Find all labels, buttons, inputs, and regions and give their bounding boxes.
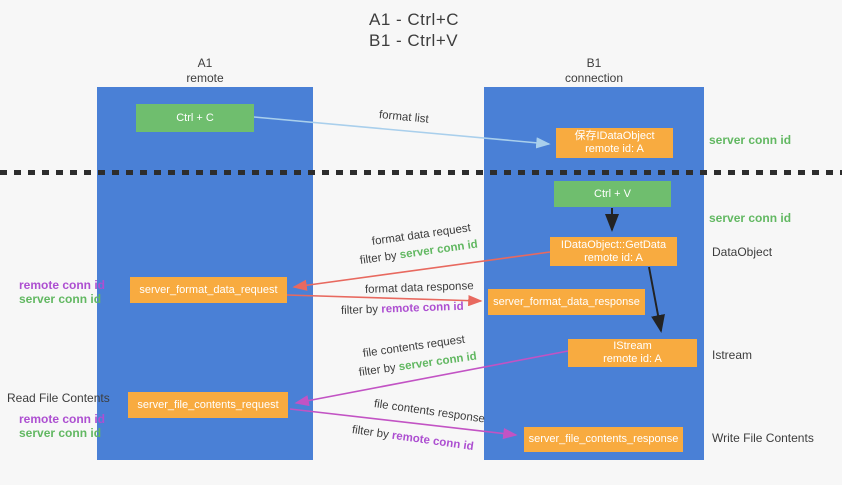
read-file-contents-annotation: Read File Contents	[7, 391, 110, 405]
server-conn-id-upper-left: server conn id	[19, 292, 102, 306]
istream-line1: IStream	[613, 340, 652, 352]
remote-conn-id-upper-left: remote conn id	[19, 278, 106, 292]
diagram-title: A1 - Ctrl+C B1 - Ctrl+V	[369, 9, 459, 51]
server-file-contents-response-label: server_file_contents_response	[528, 433, 679, 445]
istream-node: IStream remote id: A	[568, 339, 697, 367]
istream-annotation: Istream	[712, 348, 753, 362]
dataobject-annotation: DataObject	[712, 245, 773, 259]
getdata-node: IDataObject::GetData remote id: A	[550, 237, 677, 266]
getdata-line2: remote id: A	[584, 251, 643, 264]
ctrl-v-label: Ctrl + V	[594, 187, 631, 200]
lane-a1-subtitle: remote	[186, 71, 224, 85]
dashed-separator	[0, 170, 842, 175]
server-format-data-response-node: server_format_data_response	[488, 289, 645, 315]
conn-id-group-upper-left: remote conn id server conn id	[19, 278, 105, 306]
server-format-data-response-label: server_format_data_response	[493, 295, 640, 308]
format-list-label: format list	[378, 109, 430, 126]
server-conn-id-mid-right: server conn id	[709, 211, 792, 225]
filter-by-remote-conn-id-label-1: filter by remote conn id	[341, 301, 464, 317]
format-data-response-label: format data response	[364, 280, 474, 296]
conn-id-group-lower-left: remote conn id server conn id	[19, 412, 105, 440]
save-idataobject-line2: remote id: A	[585, 143, 644, 155]
server-format-data-request-label: server_format_data_request	[139, 283, 278, 296]
filter-by-text-3: filter by	[358, 361, 400, 379]
server-format-data-request-node: server_format_data_request	[130, 277, 287, 303]
remote-conn-id-lower-left: remote conn id	[19, 412, 106, 426]
filter-by-remote-conn-id-label-2: filter by remote conn id	[351, 424, 474, 453]
server-conn-id-top-right: server conn id	[709, 133, 792, 147]
filter-by-text-2: filter by	[340, 303, 382, 317]
save-idataobject-node: 保存IDataObject remote id: A	[556, 128, 673, 158]
istream-line2: remote id: A	[603, 353, 662, 365]
ctrl-c-label: Ctrl + C	[176, 111, 214, 124]
server-file-contents-response-node: server_file_contents_response	[524, 427, 683, 452]
server-conn-id-lower-left: server conn id	[19, 426, 102, 440]
filter-by-text-4: filter by	[351, 424, 393, 442]
file-contents-response-label: file contents response	[373, 398, 486, 426]
server-file-contents-request-node: server_file_contents_request	[128, 392, 288, 418]
lane-b1-subtitle: connection	[564, 71, 624, 85]
lane-header-b1: B1 connection	[484, 56, 704, 86]
filter-by-text-1: filter by	[359, 249, 401, 267]
remote-conn-id-text-2: remote conn id	[391, 429, 475, 454]
write-file-contents-annotation: Write File Contents	[712, 431, 814, 445]
server-conn-id-text-2: server conn id	[398, 350, 478, 374]
ctrl-c-node: Ctrl + C	[136, 104, 254, 132]
title-line-2: B1 - Ctrl+V	[369, 31, 459, 50]
title-line-1: A1 - Ctrl+C	[369, 10, 460, 29]
server-file-contents-request-label: server_file_contents_request	[137, 398, 279, 411]
save-idataobject-line1: 保存IDataObject	[574, 130, 655, 142]
remote-conn-id-text-1: remote conn id	[381, 300, 464, 316]
lane-b1-name: B1	[586, 56, 602, 70]
lane-a1-name: A1	[197, 56, 213, 70]
ctrl-v-node: Ctrl + V	[554, 181, 671, 207]
getdata-line1: IDataObject::GetData	[560, 238, 667, 251]
lane-header-a1: A1 remote	[97, 56, 313, 86]
